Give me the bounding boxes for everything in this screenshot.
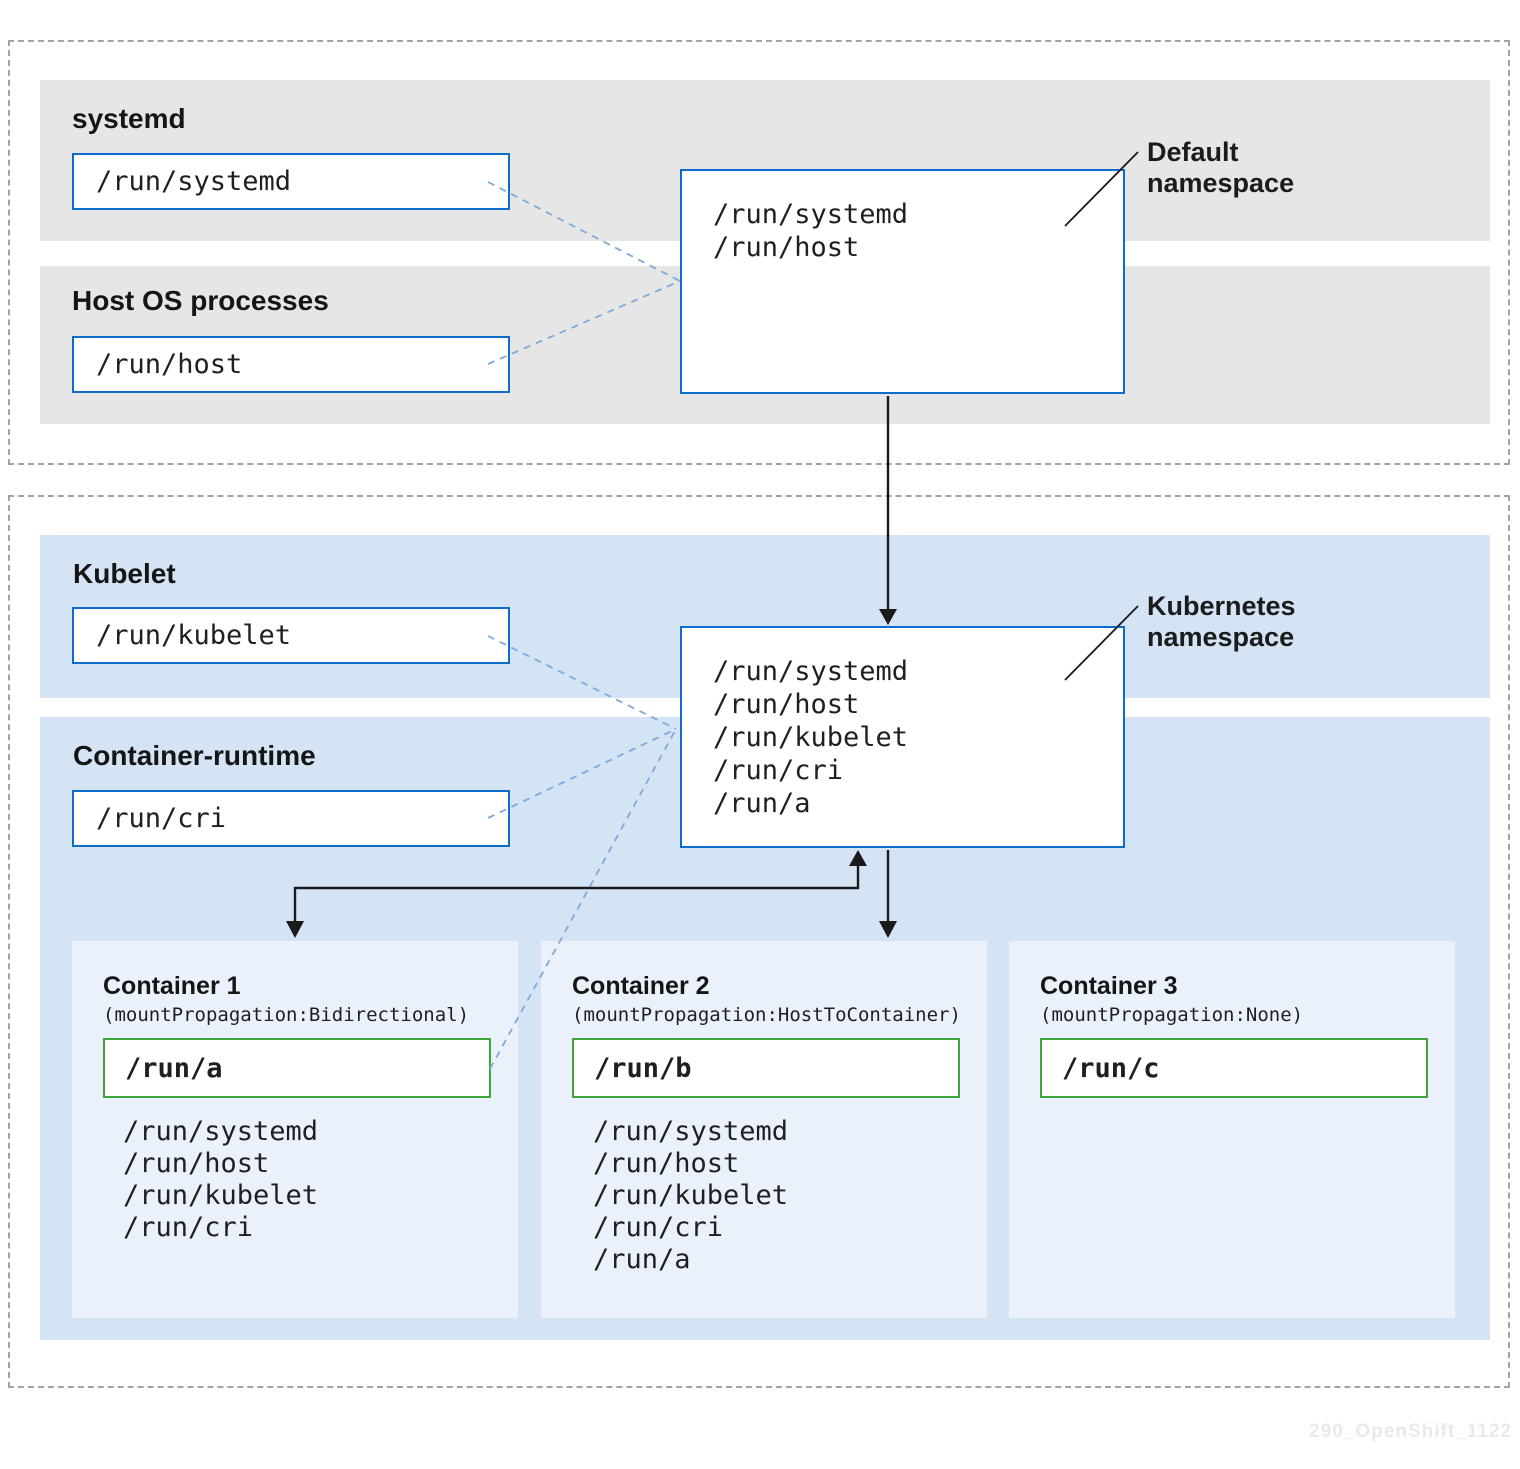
container-2-mount-list: /run/systemd /run/host /run/kubelet /run… bbox=[593, 1116, 973, 1276]
mount-line: /run/systemd bbox=[593, 1116, 789, 1147]
host-namespace-boundary bbox=[8, 40, 1510, 465]
mount-line: /run/systemd bbox=[713, 656, 909, 687]
mount-line: /run/a bbox=[713, 788, 811, 819]
mount-line: /run/cri bbox=[713, 755, 844, 786]
container-1-propagation-mode: (mountPropagation:Bidirectional) bbox=[103, 1004, 470, 1026]
mount-line: /run/host bbox=[593, 1148, 740, 1179]
container-2-propagation-mode: (mountPropagation:HostToContainer) bbox=[572, 1004, 961, 1026]
mount-line: /run/host bbox=[713, 689, 860, 720]
mount-line: /run/cri bbox=[123, 1212, 254, 1243]
mount-line: /run/host bbox=[713, 232, 860, 263]
host-os-heading: Host OS processes bbox=[72, 285, 329, 316]
container-3-propagation-mode: (mountPropagation:None) bbox=[1040, 1004, 1304, 1026]
mount-line: /run/kubelet bbox=[123, 1180, 319, 1211]
systemd-heading: systemd bbox=[72, 103, 186, 134]
container-3-title: Container 3 bbox=[1040, 972, 1178, 1000]
mount-line: /run/a bbox=[593, 1244, 691, 1275]
container-1-panel: Container 1 (mountPropagation:Bidirectio… bbox=[72, 941, 518, 1318]
container-2-volume-box: /run/b bbox=[572, 1038, 960, 1098]
container-3-panel: Container 3 (mountPropagation:None) /run… bbox=[1009, 941, 1455, 1318]
mount-line: /run/cri bbox=[593, 1212, 724, 1243]
kubernetes-namespace-label: Kubernetes namespace bbox=[1147, 591, 1296, 652]
host-mount-box: /run/host bbox=[72, 336, 510, 393]
container-2-title: Container 2 bbox=[572, 972, 710, 1000]
kubernetes-namespace-box: /run/systemd /run/host /run/kubelet /run… bbox=[680, 626, 1125, 848]
kubelet-mount-box: /run/kubelet bbox=[72, 607, 510, 664]
mount-line: /run/host bbox=[123, 1148, 270, 1179]
systemd-mount-box: /run/systemd bbox=[72, 153, 510, 210]
mount-line: /run/kubelet bbox=[593, 1180, 789, 1211]
kubelet-heading: Kubelet bbox=[73, 558, 176, 589]
mount-line: /run/systemd bbox=[713, 199, 909, 230]
mount-line: /run/systemd bbox=[123, 1116, 319, 1147]
cri-mount-box: /run/cri bbox=[72, 790, 510, 847]
watermark: 290_OpenShift_1122 bbox=[1309, 1421, 1512, 1442]
container-1-title: Container 1 bbox=[103, 972, 241, 1000]
container-runtime-heading: Container-runtime bbox=[73, 740, 316, 771]
container-1-mount-list: /run/systemd /run/host /run/kubelet /run… bbox=[123, 1116, 503, 1244]
container-1-volume-box: /run/a bbox=[103, 1038, 491, 1098]
container-3-volume-box: /run/c bbox=[1040, 1038, 1428, 1098]
default-namespace-box: /run/systemd /run/host bbox=[680, 169, 1125, 394]
default-namespace-label: Default namespace bbox=[1147, 137, 1295, 198]
mount-line: /run/kubelet bbox=[713, 722, 909, 753]
kubernetes-namespace-boundary bbox=[8, 495, 1510, 1388]
